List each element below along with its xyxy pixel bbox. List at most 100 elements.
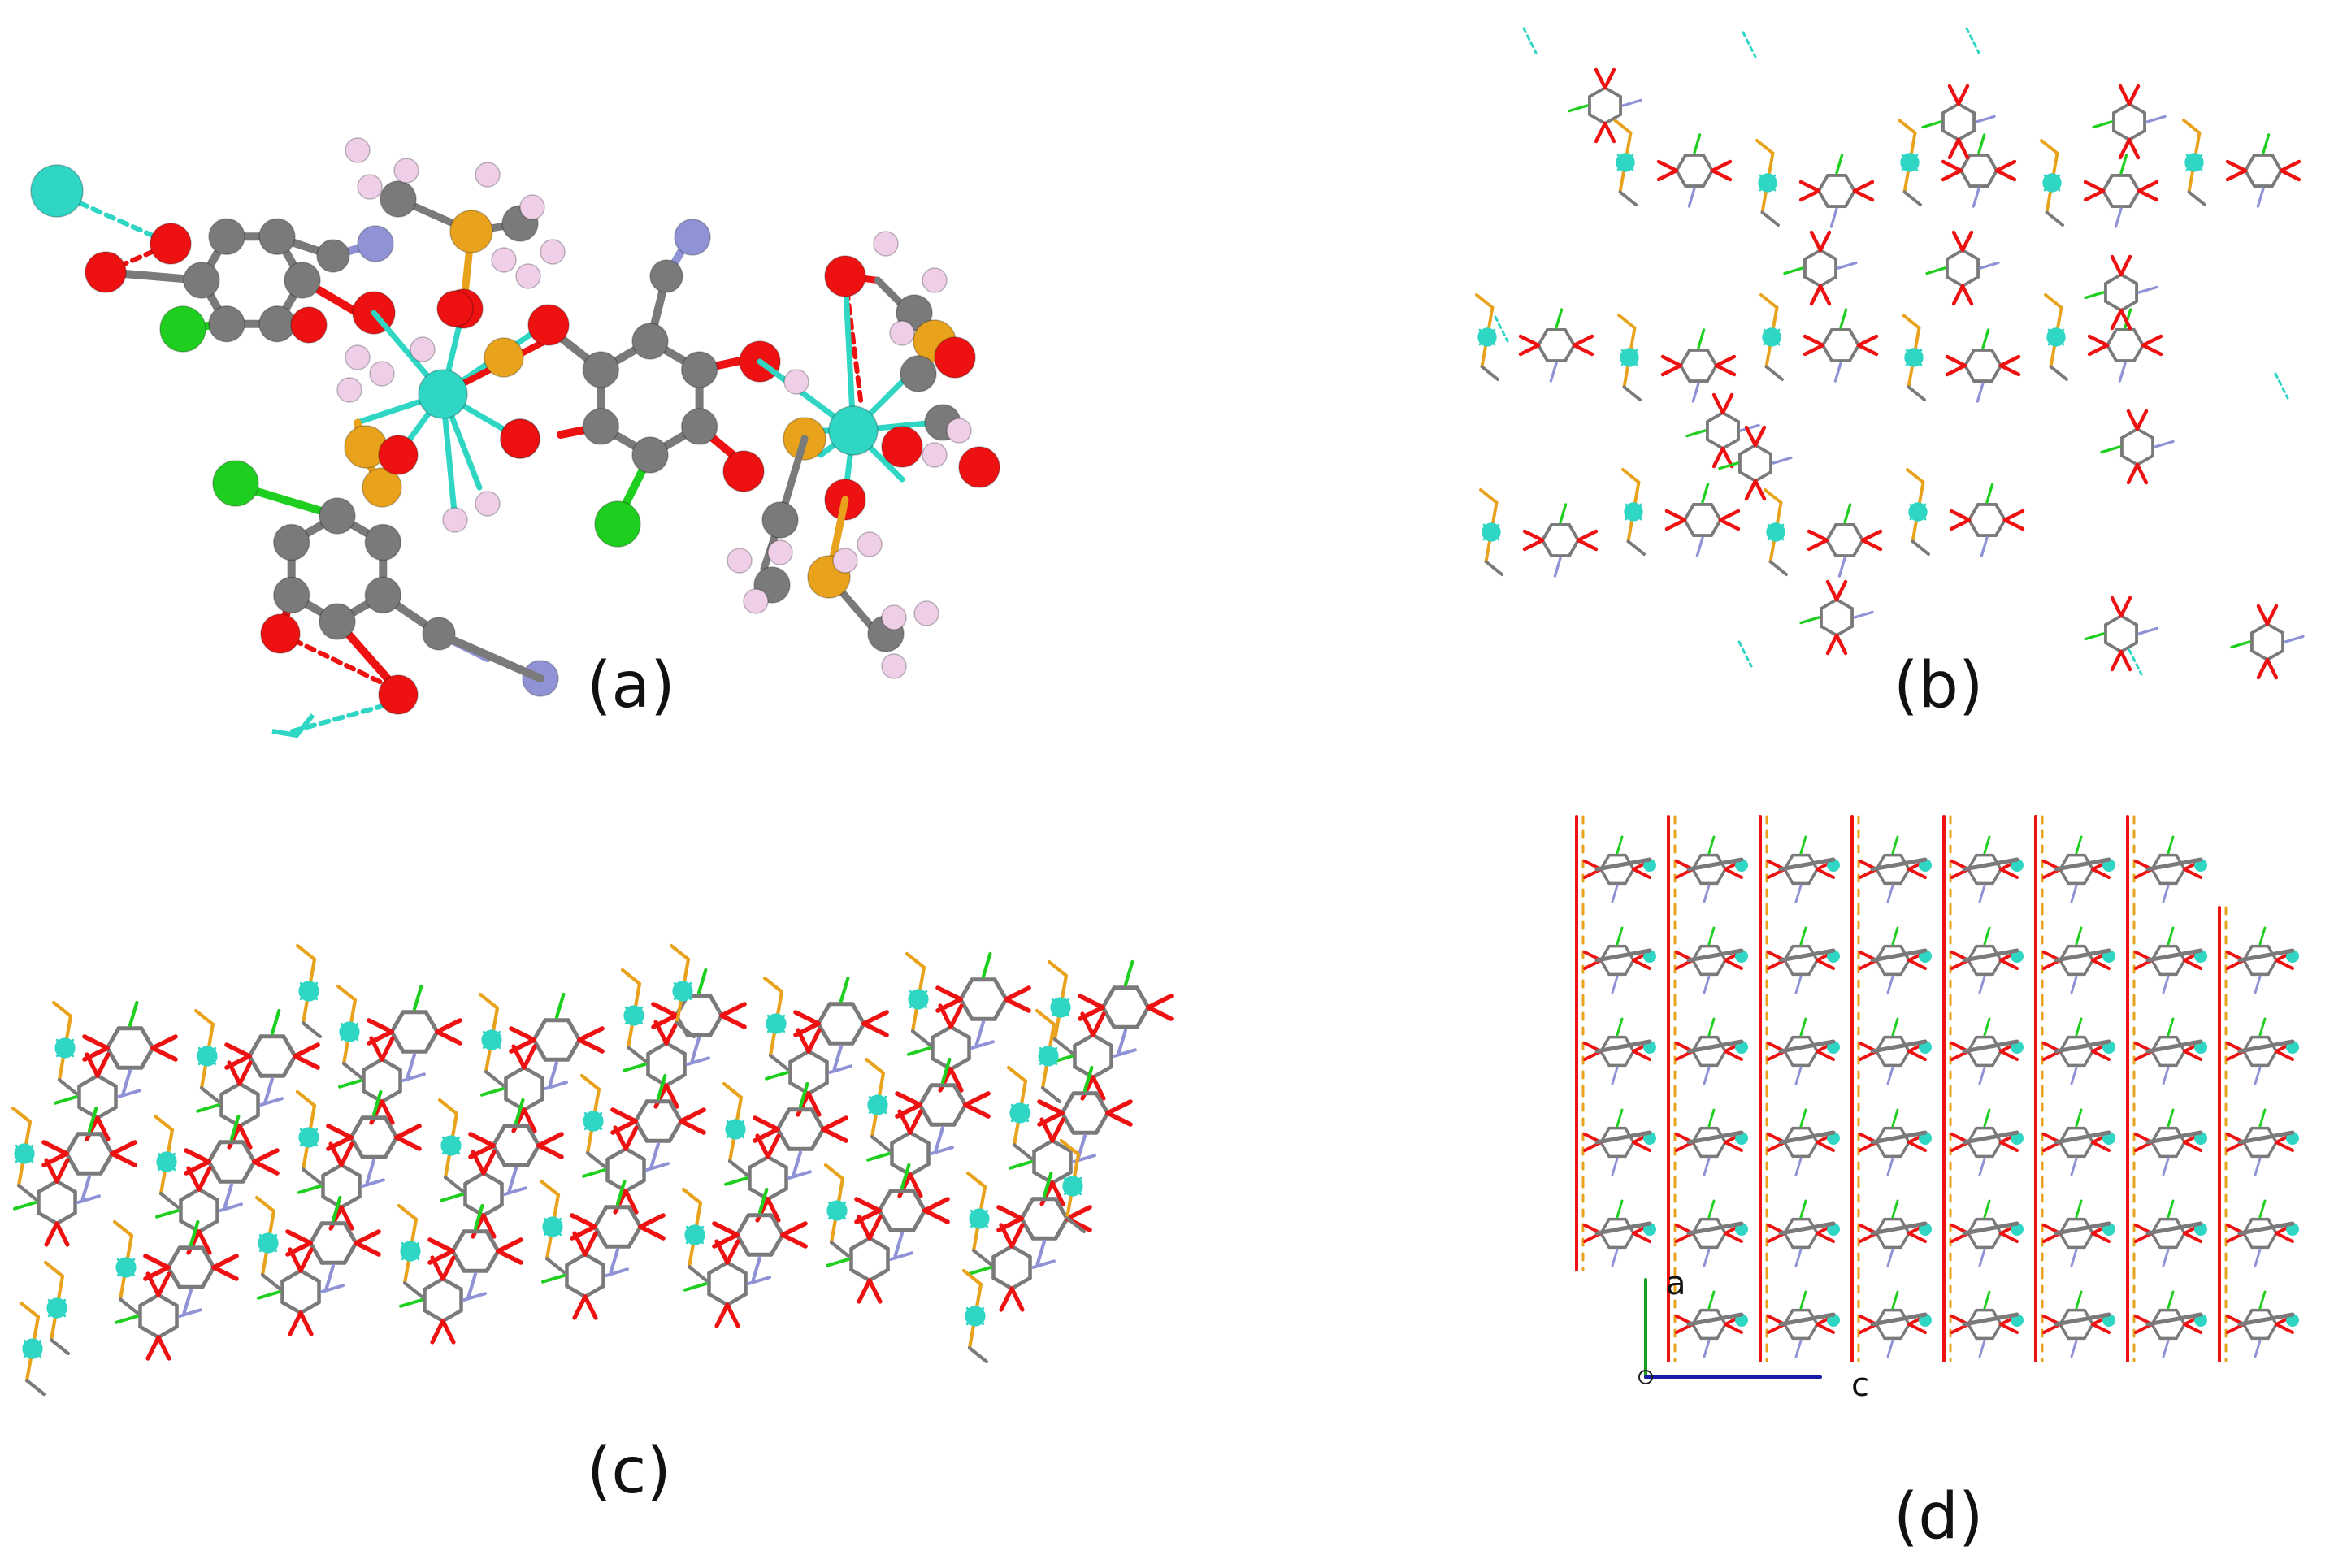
bond (2279, 159, 2301, 173)
bond (2132, 328, 2145, 347)
bond (2265, 604, 2279, 626)
bond (1603, 121, 1616, 144)
bond (1957, 129, 1976, 141)
bond (1599, 1050, 1611, 1068)
bond (931, 1024, 953, 1040)
bond (1073, 1033, 1095, 1048)
bond (1899, 1141, 1911, 1159)
bond (219, 1202, 243, 1212)
bond (1991, 1323, 2002, 1341)
bond (1962, 857, 2019, 872)
bond (2242, 1050, 2254, 1068)
bond (1004, 985, 1031, 1002)
carbon-atom (319, 497, 356, 535)
bond (1065, 1216, 1087, 1234)
bond (2091, 959, 2111, 970)
bond (1710, 503, 1722, 522)
bond (765, 1071, 789, 1081)
hydrogen-atom (336, 377, 362, 403)
bond (383, 1115, 399, 1140)
bond (237, 1081, 260, 1097)
bond (227, 1060, 242, 1086)
bond (511, 1044, 527, 1070)
bond (1009, 1244, 1032, 1259)
bond (1899, 959, 1911, 977)
bond (1794, 1066, 1803, 1085)
bond (1799, 1199, 1807, 1219)
bond (867, 1215, 883, 1241)
bond (153, 1114, 175, 1132)
bond (1721, 438, 1740, 450)
bond (1819, 249, 1837, 261)
bond (757, 1187, 769, 1215)
bond (1994, 518, 2006, 537)
bond (1907, 1050, 1927, 1061)
bond (992, 997, 1009, 1021)
carbon-atom (316, 239, 350, 273)
bond (336, 984, 358, 1002)
bond (958, 997, 974, 1021)
hydrogen-atom (873, 231, 899, 257)
bond (158, 1192, 180, 1210)
bond (667, 1119, 683, 1143)
bond (620, 968, 642, 985)
bond (2267, 1232, 2278, 1250)
bond (1686, 1221, 1744, 1236)
bond (2237, 1039, 2295, 1054)
carbon-atom (319, 603, 356, 640)
bond (1899, 1323, 1911, 1341)
bond (2225, 168, 2248, 182)
bond (536, 1132, 564, 1148)
axis-origin-icon (1638, 1370, 1653, 1384)
bond (970, 1040, 995, 1050)
bond (1783, 1141, 1794, 1159)
bond (1853, 610, 1874, 619)
bond (531, 1018, 548, 1042)
bond (1009, 1160, 1033, 1170)
bond (95, 1052, 111, 1078)
bond (1963, 364, 1976, 383)
bond (2137, 285, 2158, 294)
bond (1870, 1221, 1928, 1236)
bond (1039, 1046, 1058, 1066)
bond (2145, 948, 2203, 963)
bond (1707, 835, 1716, 855)
bond (667, 1099, 683, 1124)
bond (2242, 1141, 2254, 1159)
bond (1714, 354, 1737, 368)
bond (112, 1219, 134, 1237)
bond (1691, 1323, 1703, 1341)
bond (1686, 948, 1744, 963)
metal-atom (418, 369, 468, 419)
bond (1707, 1199, 1716, 1219)
bond (1999, 1050, 2019, 1061)
bond (365, 1158, 376, 1185)
bond (633, 1099, 649, 1124)
bond (1691, 1141, 1703, 1159)
bond (54, 1221, 70, 1247)
bond (2183, 1050, 2202, 1061)
bond (850, 1002, 866, 1026)
bond (2040, 139, 2059, 155)
bond (2275, 1141, 2294, 1152)
bond (339, 1141, 354, 1167)
bond (481, 1213, 497, 1239)
bond (867, 1236, 890, 1251)
bond (1134, 985, 1151, 1010)
bond (2119, 154, 2128, 175)
bond (1825, 633, 1839, 656)
metal-fragment (271, 713, 315, 739)
bond (768, 1054, 790, 1072)
hydrogen-bond (278, 631, 401, 693)
bond (1783, 868, 1794, 886)
bond (2137, 626, 2158, 635)
bond (166, 1265, 182, 1289)
bond (435, 1029, 462, 1046)
bond (2162, 1248, 2170, 1267)
bond (1833, 362, 1842, 383)
bond (1613, 119, 1633, 135)
bond (1588, 86, 1607, 98)
bond (1947, 84, 1961, 106)
bond (1622, 385, 1642, 401)
bond (1778, 948, 1836, 963)
